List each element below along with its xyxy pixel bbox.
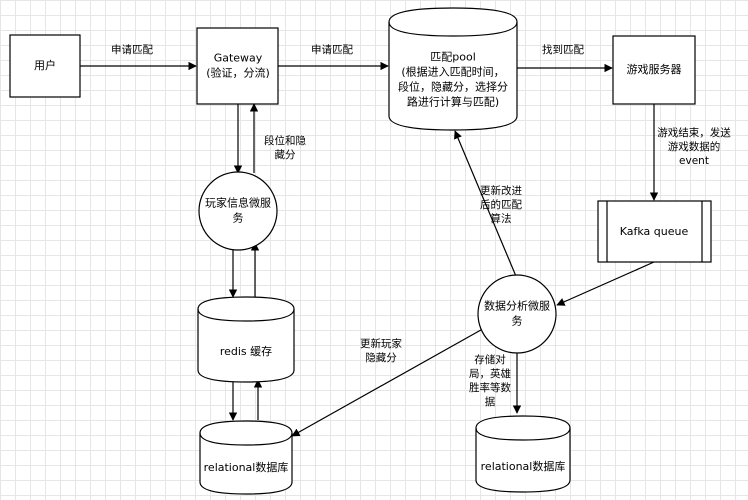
text-line: (根据进入匹配时间，: [401, 65, 504, 79]
text-line: 段位，隐藏分，选择分: [398, 80, 508, 94]
node-match-pool-label: 匹配pool(根据进入匹配时间，段位，隐藏分，选择分路进行计算与匹配): [398, 51, 508, 109]
node-db-right-label: relational数据库: [481, 459, 566, 473]
text-line: (验证，分流): [206, 66, 270, 80]
text-line: 据: [485, 395, 496, 408]
text-line: 存储对: [474, 353, 506, 366]
text-line: 玩家信息微服: [205, 196, 271, 210]
text-line: 数据分析微服: [484, 299, 550, 313]
node-db-right[interactable]: relational数据库: [475, 415, 571, 493]
text-line: relational数据库: [481, 459, 566, 473]
text-line: 更新玩家: [360, 337, 402, 350]
node-user-label: 用户: [34, 58, 56, 72]
text-line: 更新改进: [480, 184, 522, 197]
text-line: event: [679, 155, 709, 167]
node-gateway-label: Gateway(验证，分流): [206, 52, 270, 80]
text-line: 匹配pool: [430, 51, 476, 64]
node-game-server[interactable]: 游戏服务器: [612, 35, 696, 105]
label-pool-server: 找到匹配: [542, 43, 584, 56]
label-player-gateway: 段位和隐藏分: [264, 134, 306, 161]
text-line: 算法: [491, 212, 512, 225]
text-line: 游戏数据的: [668, 140, 721, 153]
text-line: Gateway: [214, 52, 263, 65]
node-user[interactable]: 用户: [9, 34, 81, 98]
text-line: 务: [233, 212, 244, 225]
node-player-service[interactable]: 玩家信息微服务: [198, 171, 278, 251]
nodes: 用户 Gateway(验证，分流) 匹配pool(根据进入匹配时间，段位，隐藏分…: [9, 7, 712, 495]
node-redis-label: redis 缓存: [220, 344, 272, 358]
text-line: 务: [512, 315, 523, 328]
label-analysis-pool: 更新改进后的匹配算法: [480, 184, 522, 225]
edge-analysis-dbleft: [291, 325, 489, 437]
text-line: 局，英雄: [469, 367, 511, 380]
node-kafka-label: Kafka queue: [620, 225, 689, 238]
node-analysis-service-label: 数据分析微服务: [484, 299, 550, 328]
text-line: 用户: [34, 58, 56, 72]
text-line: 段位和隐: [264, 134, 306, 147]
text-line: 申请匹配: [311, 43, 353, 56]
text-line: Kafka queue: [620, 225, 689, 238]
text-line: 路进行计算与匹配): [407, 95, 499, 109]
node-gateway[interactable]: Gateway(验证，分流): [196, 27, 279, 105]
node-redis[interactable]: redis 缓存: [197, 296, 295, 383]
text-line: 隐藏分: [365, 352, 397, 364]
text-line: relational数据库: [204, 460, 289, 474]
node-db-left-label: relational数据库: [204, 460, 289, 474]
text-line: 后的匹配: [480, 198, 522, 211]
text-line: 胜率等数: [469, 381, 511, 394]
edges: [80, 61, 659, 437]
edge-analysis-pool: [454, 130, 519, 282]
label-server-kafka: 游戏结束，发送游戏数据的 event: [657, 126, 731, 167]
label-analysis-dbright: 存储对局，英雄胜率等数据: [469, 353, 511, 408]
node-db-left[interactable]: relational数据库: [199, 420, 293, 495]
text-line: 找到匹配: [542, 43, 584, 56]
text-line: 藏分: [275, 149, 296, 161]
label-user-gateway: 申请匹配: [111, 43, 153, 56]
node-game-server-label: 游戏服务器: [627, 63, 682, 76]
label-gateway-pool: 申请匹配: [311, 43, 353, 56]
node-analysis-service[interactable]: 数据分析微服务: [477, 274, 557, 354]
node-player-service-label: 玩家信息微服务: [205, 196, 271, 225]
node-kafka[interactable]: Kafka queue: [597, 200, 712, 263]
text-line: 游戏服务器: [627, 63, 682, 76]
edge-kafka-analysis: [556, 261, 655, 306]
text-line: redis 缓存: [220, 344, 272, 358]
node-match-pool[interactable]: 匹配pool(根据进入匹配时间，段位，隐藏分，选择分路进行计算与匹配): [388, 7, 518, 131]
text-line: 游戏结束，发送: [657, 126, 731, 139]
text-line: 申请匹配: [111, 43, 153, 56]
label-analysis-dbleft: 更新玩家隐藏分: [360, 337, 402, 364]
